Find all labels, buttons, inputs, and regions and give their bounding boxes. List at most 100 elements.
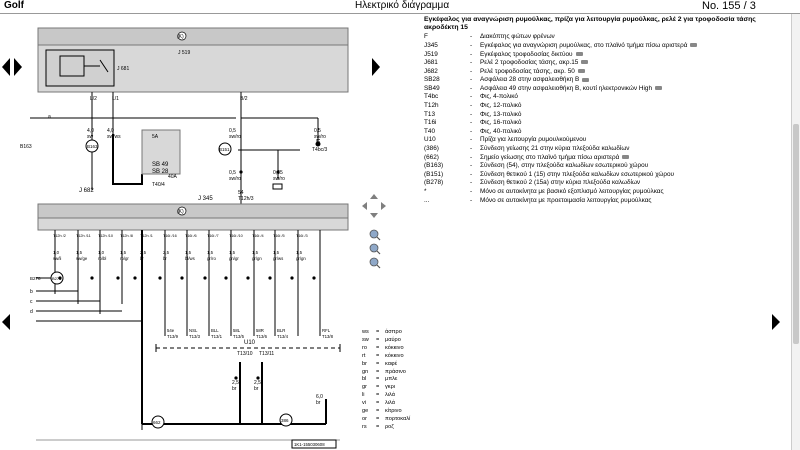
module-wire-color: gr/gn — [252, 256, 262, 261]
zoom-fit-icon[interactable] — [369, 243, 381, 255]
bottom-wire-color-2: br — [254, 386, 259, 392]
legend-item: T40-Φις, 40-πολικό — [424, 128, 786, 137]
scroll-right-arrow-icon-2[interactable] — [772, 314, 780, 330]
wire-color-4: sw/ro — [314, 134, 326, 140]
letter-c: c — [30, 299, 33, 305]
wire-color-row: ro=κόκκινο — [362, 345, 410, 353]
legend-dash: - — [470, 136, 473, 144]
legend-description-text: Πρίζα για λειτουργία ρυμουλκούμενου — [480, 136, 587, 144]
camera-icon[interactable] — [581, 60, 589, 65]
camera-icon[interactable] — [575, 51, 583, 56]
legend-description-text: Σύνδεση γείωσης 21 στην κύρια πλεξούδα κ… — [480, 145, 630, 153]
wire-color-code: or — [362, 415, 367, 422]
module-wire-color: br — [163, 256, 167, 261]
legend-dash: - — [470, 59, 473, 67]
zoom-out-icon[interactable] — [369, 257, 381, 269]
legend-item: *-Μόνο σε αυτοκίνητα με βασικό εξοπλισμό… — [424, 188, 786, 197]
legend-dash: - — [470, 93, 473, 101]
module-wire-size: 2,5 — [140, 250, 147, 255]
camera-icon[interactable] — [577, 69, 585, 73]
next-page-arrow-icon[interactable] — [14, 58, 22, 76]
pan-up-icon[interactable] — [370, 194, 378, 199]
socket-pin-number: T13/5 — [233, 334, 245, 339]
module-pin-label: T12h /8 — [120, 234, 133, 238]
legend-item: (B151)-Σύνδεση θετικού 1 (15) στην πλεξο… — [424, 171, 786, 180]
legend-code: (B163) — [424, 162, 444, 170]
wire-color-5: sw/ro — [229, 176, 241, 182]
legend-dash: - — [470, 162, 473, 170]
label-b278: B278 — [30, 276, 41, 281]
pan-down-icon[interactable] — [370, 213, 378, 218]
legend-code: ... — [424, 196, 430, 204]
wire-color-row: gn=πράσινο — [362, 369, 410, 377]
legend-description-text: Φις, 13-πολικό — [480, 110, 522, 118]
wire-color-row: or=πορτοκαλί — [362, 416, 410, 424]
prev-page-arrow-icon[interactable] — [2, 58, 10, 76]
legend-item: SB49-Ασφάλεια 49 στην ασφαλειοθήκη B, κο… — [424, 85, 786, 94]
wire-color-row: ge=κίτρινο — [362, 408, 410, 416]
wire-color-name: κόκκινο — [385, 344, 404, 351]
legend-description-text: Φις, 40-πολικό — [480, 127, 522, 135]
pan-left-icon[interactable] — [362, 202, 367, 210]
zoom-in-icon[interactable] — [369, 229, 381, 241]
legend-description: Φις, 4-πολικό — [480, 93, 786, 102]
legend-description-text: Φις, 16-πολικό — [480, 119, 522, 127]
camera-icon[interactable] — [690, 43, 698, 48]
legend-dash: - — [470, 153, 473, 161]
camera-icon[interactable] — [622, 154, 630, 159]
legend-item: (B163)-Σύνδεση (54), στην πλεξούδα καλωδ… — [424, 162, 786, 171]
scroll-left-arrow-icon[interactable] — [2, 314, 10, 330]
legend-description: Σύνδεση θετικού 1 (15) στην πλεξούδα καλ… — [480, 171, 786, 180]
legend-description: Μόνο σε αυτοκίνητα με βασικό εξοπλισμό λ… — [480, 188, 786, 197]
wire-color-row: rs=ροζ — [362, 424, 410, 432]
legend-dash: - — [470, 179, 473, 187]
camera-icon[interactable] — [582, 77, 590, 82]
legend-description-text: Ρελέ 2 τροφοδοσίας τάσης, ακρ.15 — [480, 59, 579, 67]
legend-dash: - — [470, 196, 473, 204]
j345-module — [37, 217, 349, 231]
bottom-wire-size-1: 2,5 — [232, 380, 239, 386]
vertical-scrollbar[interactable] — [791, 14, 800, 450]
wire-color-equals: = — [376, 408, 380, 415]
wire-color-row: br=καφέ — [362, 361, 410, 369]
wire-color-code: ws — [362, 329, 369, 335]
legend-heading: Εγκέφαλος για αναγνώριση ρυμούλκας, πρίζ… — [424, 16, 756, 32]
wire-color-code: rt — [362, 352, 366, 359]
module-wire-size: 2,5 — [163, 250, 170, 255]
scrollbar-thumb[interactable] — [793, 124, 799, 344]
legend-description-text: Μόνο σε αυτοκίνητα με βασικό εξοπλισμό λ… — [480, 188, 664, 195]
doc-ref: 1K1-155030608 — [294, 442, 325, 447]
legend-code: T13 — [424, 110, 436, 118]
pan-right-icon[interactable] — [381, 202, 386, 210]
ground-tag: (K) — [177, 34, 184, 40]
socket-pin-label: 58L — [233, 328, 241, 333]
wire-color-code: li — [362, 392, 365, 399]
wire-color-name: γκρι — [385, 384, 396, 391]
module-wire-color: sw/ge — [76, 256, 88, 261]
label-b163: B163 — [20, 144, 32, 150]
module-pin-label: T12h /11 — [76, 234, 91, 238]
legend-code: U10 — [424, 136, 436, 144]
ground-662 — [151, 415, 165, 429]
module-wire-color: gr/gn — [296, 256, 306, 261]
pin-l1: L/1 — [112, 96, 119, 102]
legend-description: Φις, 40-πολικό — [480, 128, 786, 137]
module-pin-label: T12h /1 — [140, 234, 153, 238]
j345-pin-54: 54 — [238, 190, 244, 196]
camera-icon[interactable] — [655, 86, 663, 91]
wire-size-2: 4,0 — [107, 128, 114, 134]
module-wire-color: br — [140, 256, 144, 261]
module-wire-color: gn/gr — [229, 256, 239, 261]
label-j682: J 682 — [79, 188, 94, 194]
wire-color-name: ροζ — [385, 423, 394, 430]
wire-color-name: κόκκινο — [385, 352, 404, 359]
wire-color-equals: = — [376, 360, 380, 367]
label-t40: T40/4 — [152, 182, 165, 188]
legend-description: Πρίζα για λειτουργία ρυμουλκούμενου — [480, 136, 786, 145]
label-662: 662 — [153, 420, 161, 425]
car-model: Golf — [4, 0, 24, 11]
scroll-right-arrow-icon[interactable] — [372, 58, 380, 76]
legend-description: Ρελέ 2 τροφοδοσίας τάσης, ακρ.15 — [480, 59, 786, 68]
legend-description-text: Διακόπτης φώτων φρένων — [480, 33, 555, 41]
fuse-sb28-amp: 40A — [168, 174, 178, 180]
